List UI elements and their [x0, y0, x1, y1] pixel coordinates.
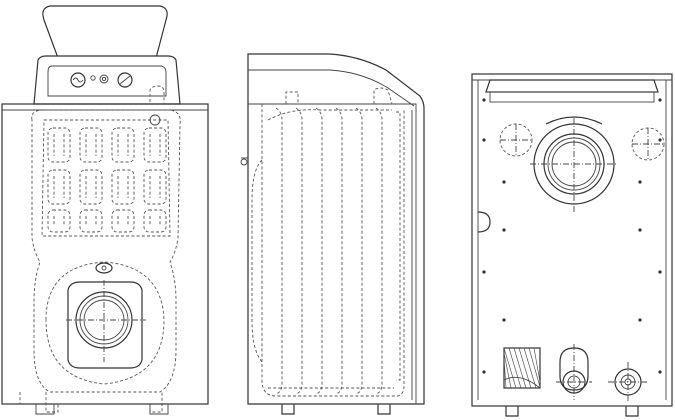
front-view [1, 5, 209, 415]
screw-dot [482, 138, 486, 142]
fin-cell [111, 209, 135, 233]
screw-dot [482, 270, 486, 274]
screw-dot [502, 318, 506, 322]
front-burner [45, 261, 165, 385]
fin-cell [143, 169, 167, 205]
side-cabinet [247, 53, 425, 405]
side-view [240, 53, 425, 415]
side-section-line [355, 107, 363, 395]
rear-screw-dots [482, 98, 662, 374]
rear-flow-connection [608, 362, 648, 402]
screw-dot [658, 370, 662, 374]
rear-view [471, 73, 673, 417]
screw-dot [658, 138, 662, 142]
fin-cell [143, 127, 167, 163]
front-lid [42, 5, 168, 59]
screw-dot [658, 270, 662, 274]
side-section-line [315, 107, 323, 395]
screw-dot [658, 98, 662, 102]
side-section-line [295, 107, 303, 395]
screw-dot [638, 318, 642, 322]
front-fin-grid [47, 127, 167, 233]
fin-cell [79, 209, 103, 233]
fin-cell [47, 209, 71, 233]
screw-dot [638, 228, 642, 232]
side-section-line [335, 107, 343, 395]
rear-return-connection [556, 344, 592, 400]
screw-dot [502, 228, 506, 232]
front-body [1, 103, 209, 405]
side-section-line [275, 107, 283, 395]
front-panel-knobs [70, 72, 133, 88]
screw-dot [638, 180, 642, 184]
fin-cell [79, 127, 103, 163]
front-heat-exchanger-outline [31, 109, 181, 393]
rear-body [471, 73, 673, 407]
screw-dot [482, 98, 486, 102]
fin-cell [47, 127, 71, 163]
rear-flue-outlet [530, 116, 618, 212]
rear-drain-connection [503, 347, 541, 389]
screw-dot [482, 370, 486, 374]
side-interior-sections [267, 107, 394, 395]
rear-side-ports [499, 123, 665, 161]
fin-cell [47, 169, 71, 205]
fin-cell [111, 127, 135, 163]
fin-cell [143, 209, 167, 233]
fin-cell [79, 169, 103, 205]
screw-dot [502, 180, 506, 184]
fin-cell [111, 169, 135, 205]
side-section-line [375, 107, 383, 395]
front-control-panel [33, 55, 181, 105]
